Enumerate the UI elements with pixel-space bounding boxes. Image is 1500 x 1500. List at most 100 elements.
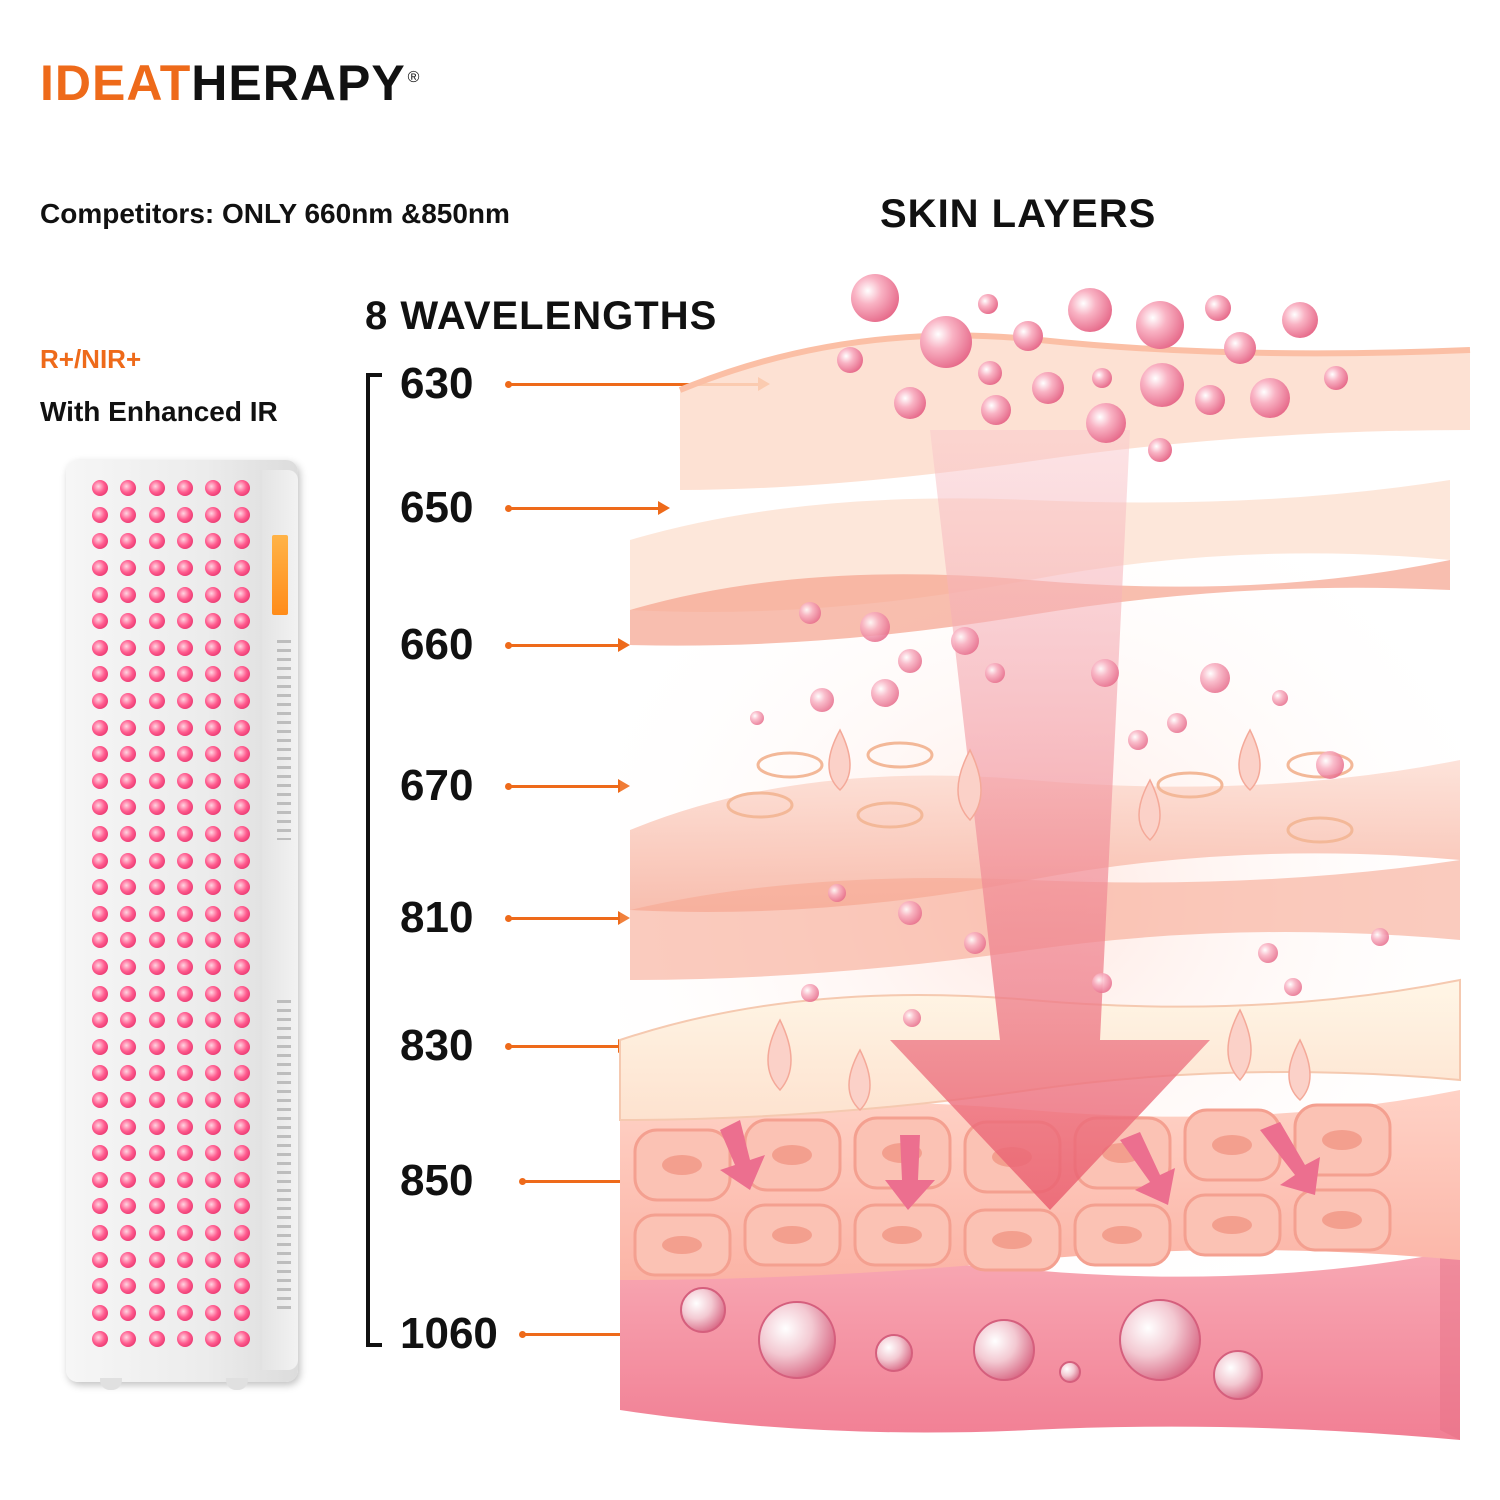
led xyxy=(205,905,222,922)
led xyxy=(177,985,194,1002)
led xyxy=(120,1065,137,1082)
wavelength-value: 660 xyxy=(400,620,474,669)
led xyxy=(177,693,194,710)
led xyxy=(92,1278,109,1295)
led xyxy=(177,772,194,789)
wavelengths-title: 8 WAVELENGTHS xyxy=(365,294,718,338)
led xyxy=(148,1251,165,1268)
logo-accent-letter: T xyxy=(159,55,192,111)
led xyxy=(233,879,250,896)
led xyxy=(148,985,165,1002)
wavelength-row: 650 xyxy=(400,483,670,532)
led xyxy=(120,1091,137,1108)
led xyxy=(177,1278,194,1295)
led xyxy=(177,1145,194,1162)
led xyxy=(233,852,250,869)
led xyxy=(177,958,194,975)
led xyxy=(205,826,222,843)
led xyxy=(92,958,109,975)
led xyxy=(177,1198,194,1215)
led xyxy=(233,586,250,603)
led xyxy=(92,480,109,497)
led xyxy=(205,985,222,1002)
led xyxy=(177,1038,194,1055)
led xyxy=(233,772,250,789)
led xyxy=(148,1304,165,1321)
wavelength-row: 830 xyxy=(400,1021,630,1070)
led xyxy=(205,639,222,656)
led xyxy=(177,560,194,577)
led xyxy=(120,772,137,789)
led xyxy=(205,560,222,577)
led xyxy=(205,799,222,816)
led xyxy=(148,560,165,577)
led xyxy=(92,1145,109,1162)
led xyxy=(120,1331,137,1348)
led xyxy=(120,932,137,949)
led xyxy=(177,826,194,843)
led xyxy=(92,1118,109,1135)
led xyxy=(205,719,222,736)
led xyxy=(92,772,109,789)
led xyxy=(148,639,165,656)
wavelength-row: 1060 xyxy=(400,1309,634,1358)
led xyxy=(177,533,194,550)
led xyxy=(233,1171,250,1188)
led xyxy=(148,1278,165,1295)
registered-mark: ® xyxy=(407,69,421,87)
led xyxy=(177,1091,194,1108)
led xyxy=(120,586,137,603)
led xyxy=(233,1038,250,1055)
led xyxy=(120,639,137,656)
led xyxy=(92,826,109,843)
led xyxy=(148,772,165,789)
led xyxy=(205,1038,222,1055)
led xyxy=(205,666,222,683)
led xyxy=(120,1012,137,1029)
led xyxy=(233,613,250,630)
led xyxy=(233,1065,250,1082)
panel-foot-left xyxy=(100,1378,122,1390)
led xyxy=(233,1304,250,1321)
led xyxy=(148,958,165,975)
led xyxy=(120,480,137,497)
led xyxy=(205,746,222,763)
led xyxy=(177,932,194,949)
led xyxy=(92,560,109,577)
led xyxy=(233,560,250,577)
led xyxy=(120,905,137,922)
led xyxy=(233,1145,250,1162)
skin-layers-illustration xyxy=(619,274,1471,1440)
led xyxy=(148,799,165,816)
led xyxy=(92,1012,109,1029)
led xyxy=(205,533,222,550)
led xyxy=(233,1251,250,1268)
led xyxy=(233,480,250,497)
led xyxy=(92,719,109,736)
led xyxy=(92,852,109,869)
led xyxy=(205,1278,222,1295)
led xyxy=(233,1118,250,1135)
led xyxy=(148,1038,165,1055)
led xyxy=(205,1331,222,1348)
led xyxy=(120,533,137,550)
led xyxy=(233,746,250,763)
led xyxy=(120,879,137,896)
led xyxy=(120,1278,137,1295)
led xyxy=(177,905,194,922)
led xyxy=(120,1198,137,1215)
led xyxy=(148,1118,165,1135)
led xyxy=(233,1091,250,1108)
led xyxy=(120,985,137,1002)
led xyxy=(233,639,250,656)
brand-logo: IDEATHERAPY® xyxy=(40,58,420,108)
led xyxy=(205,1145,222,1162)
led xyxy=(233,985,250,1002)
led xyxy=(233,905,250,922)
led xyxy=(205,480,222,497)
led xyxy=(205,613,222,630)
led xyxy=(120,1145,137,1162)
led xyxy=(120,1224,137,1241)
led xyxy=(177,1251,194,1268)
led xyxy=(177,746,194,763)
